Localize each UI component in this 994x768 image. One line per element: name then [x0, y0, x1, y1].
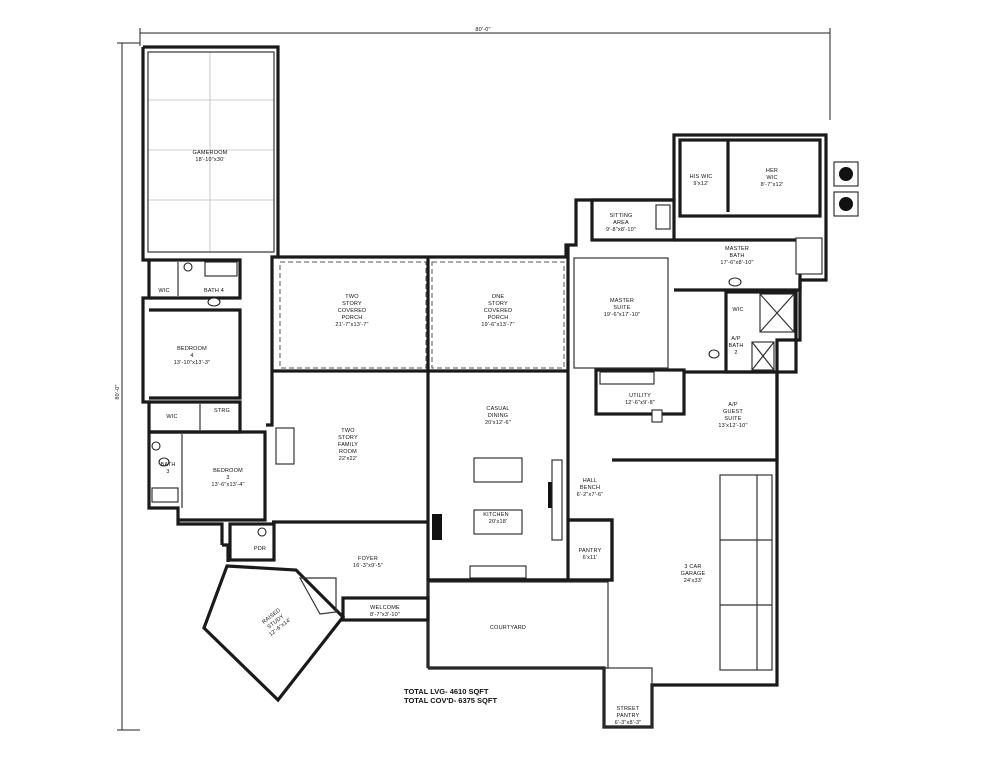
garage-doors — [719, 474, 773, 671]
pantry-label: PANTRY — [578, 548, 601, 554]
kitchen-label: KITCHEN — [483, 512, 509, 518]
master-wing-walls — [566, 138, 822, 728]
two-story-porch-l1: TWO — [345, 294, 359, 300]
master-bath-size: 17'-6"x8'-10" — [720, 260, 753, 266]
bedroom3-label-1: BEDROOM — [213, 468, 243, 474]
one-story-porch-size: 19'-6"x13'-7" — [481, 322, 514, 328]
ap-guest-l2: GUEST — [723, 409, 743, 415]
foyer-label: FOYER — [358, 556, 378, 562]
gameroom-size: 18'-10"x30' — [195, 157, 224, 163]
ap-guest-l3: SUITE — [724, 416, 741, 422]
her-wic-size: 8'-7"x12' — [761, 182, 784, 188]
porch-grids — [279, 261, 565, 369]
one-story-porch-l2: STORY — [488, 301, 508, 307]
gameroom-label: GAMEROOM — [193, 150, 228, 156]
casual-dining-l2: DINING — [488, 413, 508, 419]
courtyard-label: COURTYARD — [490, 625, 526, 631]
ap-bath2-l1: A/P — [731, 336, 741, 342]
casual-dining-size: 20'x12'-6" — [485, 420, 511, 426]
total-living: TOTAL LVG- 4610 SQFT — [404, 687, 489, 696]
street-pantry-l1: STREET — [617, 706, 640, 712]
family-room-l4: ROOM — [339, 449, 357, 455]
two-story-porch-l2: STORY — [342, 301, 362, 307]
fixtures — [151, 161, 859, 615]
ap-guest-l1: A/P — [728, 402, 738, 408]
ap-bath2-l3: 2 — [734, 350, 737, 356]
pantry-size: 6'x11' — [583, 555, 598, 561]
bedroom4-label-1: BEDROOM — [177, 346, 207, 352]
bath4-label: BATH 4 — [204, 288, 224, 294]
master-bath-l1: MASTER — [725, 246, 749, 252]
strg-label: STRG — [214, 408, 230, 414]
garage-l1: 3 CAR — [684, 564, 701, 570]
his-wic-label: HIS WIC — [690, 174, 713, 180]
square-footage-totals: TOTAL LVG- 4610 SQFT TOTAL COV'D- 6375 S… — [404, 687, 497, 705]
foyer-size: 16'-3"x9'-5" — [353, 563, 383, 569]
ap-bath2-l2: BATH — [728, 343, 743, 349]
bath3-label-2: 3 — [166, 469, 169, 475]
bedroom3-label-2: 3 — [226, 475, 229, 481]
overall-depth-dimension: 80'-0" — [115, 384, 121, 399]
sitting-area-l1: SITTING — [609, 213, 632, 219]
garage-size: 24'x33' — [684, 578, 703, 584]
kitchen-size: 20'x18' — [489, 519, 508, 525]
bedroom4-size: 13'-10"x13'-3" — [174, 360, 211, 366]
master-suite-size: 19'-6"x17'-10" — [604, 312, 641, 318]
family-room-size: 22'x22' — [339, 456, 358, 462]
bath3-label-1: BATH — [160, 462, 175, 468]
hall-bench-l1: HALL — [583, 478, 598, 484]
master-bath-l2: BATH — [729, 253, 744, 259]
one-story-porch-l1: ONE — [492, 294, 505, 300]
family-room-l1: TWO — [341, 428, 355, 434]
one-story-porch-l4: PORCH — [488, 315, 509, 321]
sitting-area-l2: AREA — [613, 220, 629, 226]
welcome-label: WELCOME — [370, 605, 400, 611]
hall-bench-size: 6'-2"x7'-6" — [577, 492, 604, 498]
two-story-porch-l3: COVERED — [338, 308, 367, 314]
family-room-l3: FAMILY — [338, 442, 358, 448]
wic-bed4-label: WIC — [158, 288, 169, 294]
wic-bed3-label: WIC — [166, 414, 177, 420]
casual-dining-l1: CASUAL — [486, 406, 509, 412]
sitting-area-size: 9'-8"x8'-10" — [606, 227, 636, 233]
family-room-l2: STORY — [338, 435, 358, 441]
gameroom-ceiling-grid — [147, 51, 275, 253]
dimension-lines: 80'-0" 80'-0" — [115, 27, 831, 731]
left-wing-interior-walls — [149, 258, 276, 562]
one-story-porch-l3: COVERED — [484, 308, 513, 314]
her-wic-l1: HER — [766, 168, 778, 174]
pdr-label: PDR — [254, 546, 266, 552]
room-labels: GAMEROOM 18'-10"x30' BATH 4 WIC BEDROOM … — [158, 150, 783, 726]
master-suite-l2: SUITE — [613, 305, 630, 311]
master-suite-l1: MASTER — [610, 298, 634, 304]
ap-guest-size: 13'x12'-10" — [718, 423, 747, 429]
total-covered: TOTAL COV'D- 6375 SQFT — [404, 696, 497, 705]
street-pantry-l2: PANTRY — [616, 713, 639, 719]
overall-width-dimension: 80'-0" — [475, 27, 490, 33]
welcome-size: 8'-7"x3'-10" — [370, 612, 400, 618]
her-wic-l2: WIC — [766, 175, 777, 181]
his-wic-size: 9'x12' — [693, 181, 708, 187]
bedroom4-label-2: 4 — [190, 353, 193, 359]
exterior-walls — [141, 45, 828, 729]
street-pantry-size: 6'-3"x8'-3" — [615, 720, 642, 726]
utility-label: UTILITY — [629, 393, 651, 399]
garage-l2: GARAGE — [681, 571, 706, 577]
utility-size: 12'-6"x9'-8" — [625, 400, 655, 406]
hall-bench-l2: BENCH — [580, 485, 600, 491]
bedroom3-size: 13'-6"x13'-4" — [211, 482, 244, 488]
two-story-porch-l4: PORCH — [342, 315, 363, 321]
two-story-porch-size: 21'-7"x13'-7" — [335, 322, 368, 328]
wic-guest-label: WIC — [732, 307, 743, 313]
